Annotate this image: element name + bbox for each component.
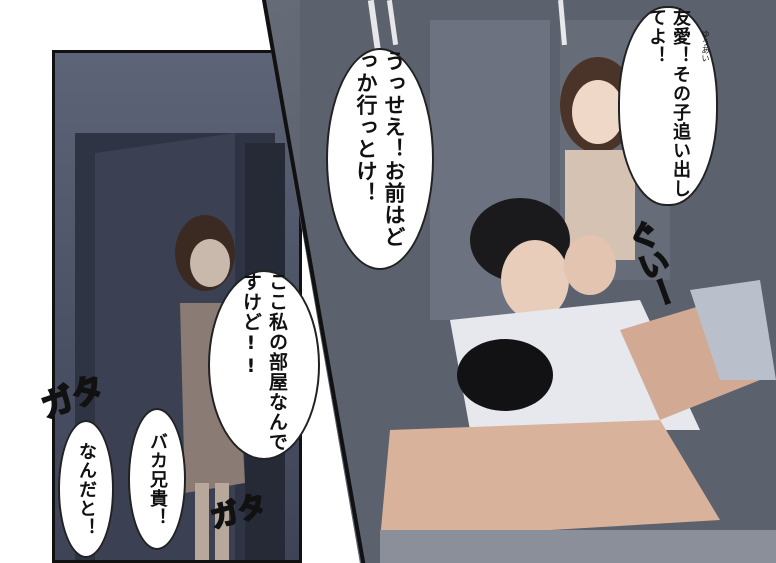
shirtless-back: [380, 420, 720, 540]
sister-face: [572, 80, 624, 144]
girl-face: [190, 239, 230, 287]
girl-leg: [195, 483, 209, 560]
sister-dialogue: 友愛！その子追い出してよ！: [646, 8, 691, 198]
speech-bubble-nandato: なんだと！: [58, 420, 114, 558]
girl-leg: [215, 483, 229, 560]
legs: [690, 280, 776, 380]
girl-dialogue: ここ私の部屋なんですけど!!: [240, 272, 288, 452]
floor-mat: [380, 530, 776, 563]
speech-bubble-sister: 友愛！その子追い出してよ！: [618, 6, 718, 206]
nandato-dialogue: なんだと！: [76, 441, 97, 537]
ruby-text: ゆうあい: [701, 30, 710, 62]
shirtless-hair: [457, 339, 553, 411]
boy-face: [501, 240, 569, 320]
speech-bubble-girl: ここ私の部屋なんですけど!!: [208, 270, 320, 460]
speech-bubble-baka: バカ兄貴！: [128, 408, 186, 550]
grabbing-hand: [564, 235, 616, 295]
baka-dialogue: バカ兄貴！: [147, 431, 168, 527]
speech-bubble-brother: うっせえ！お前はどっか行っとけ！: [326, 48, 434, 270]
brother-dialogue: うっせえ！お前はどっか行っとけ！: [354, 50, 406, 248]
